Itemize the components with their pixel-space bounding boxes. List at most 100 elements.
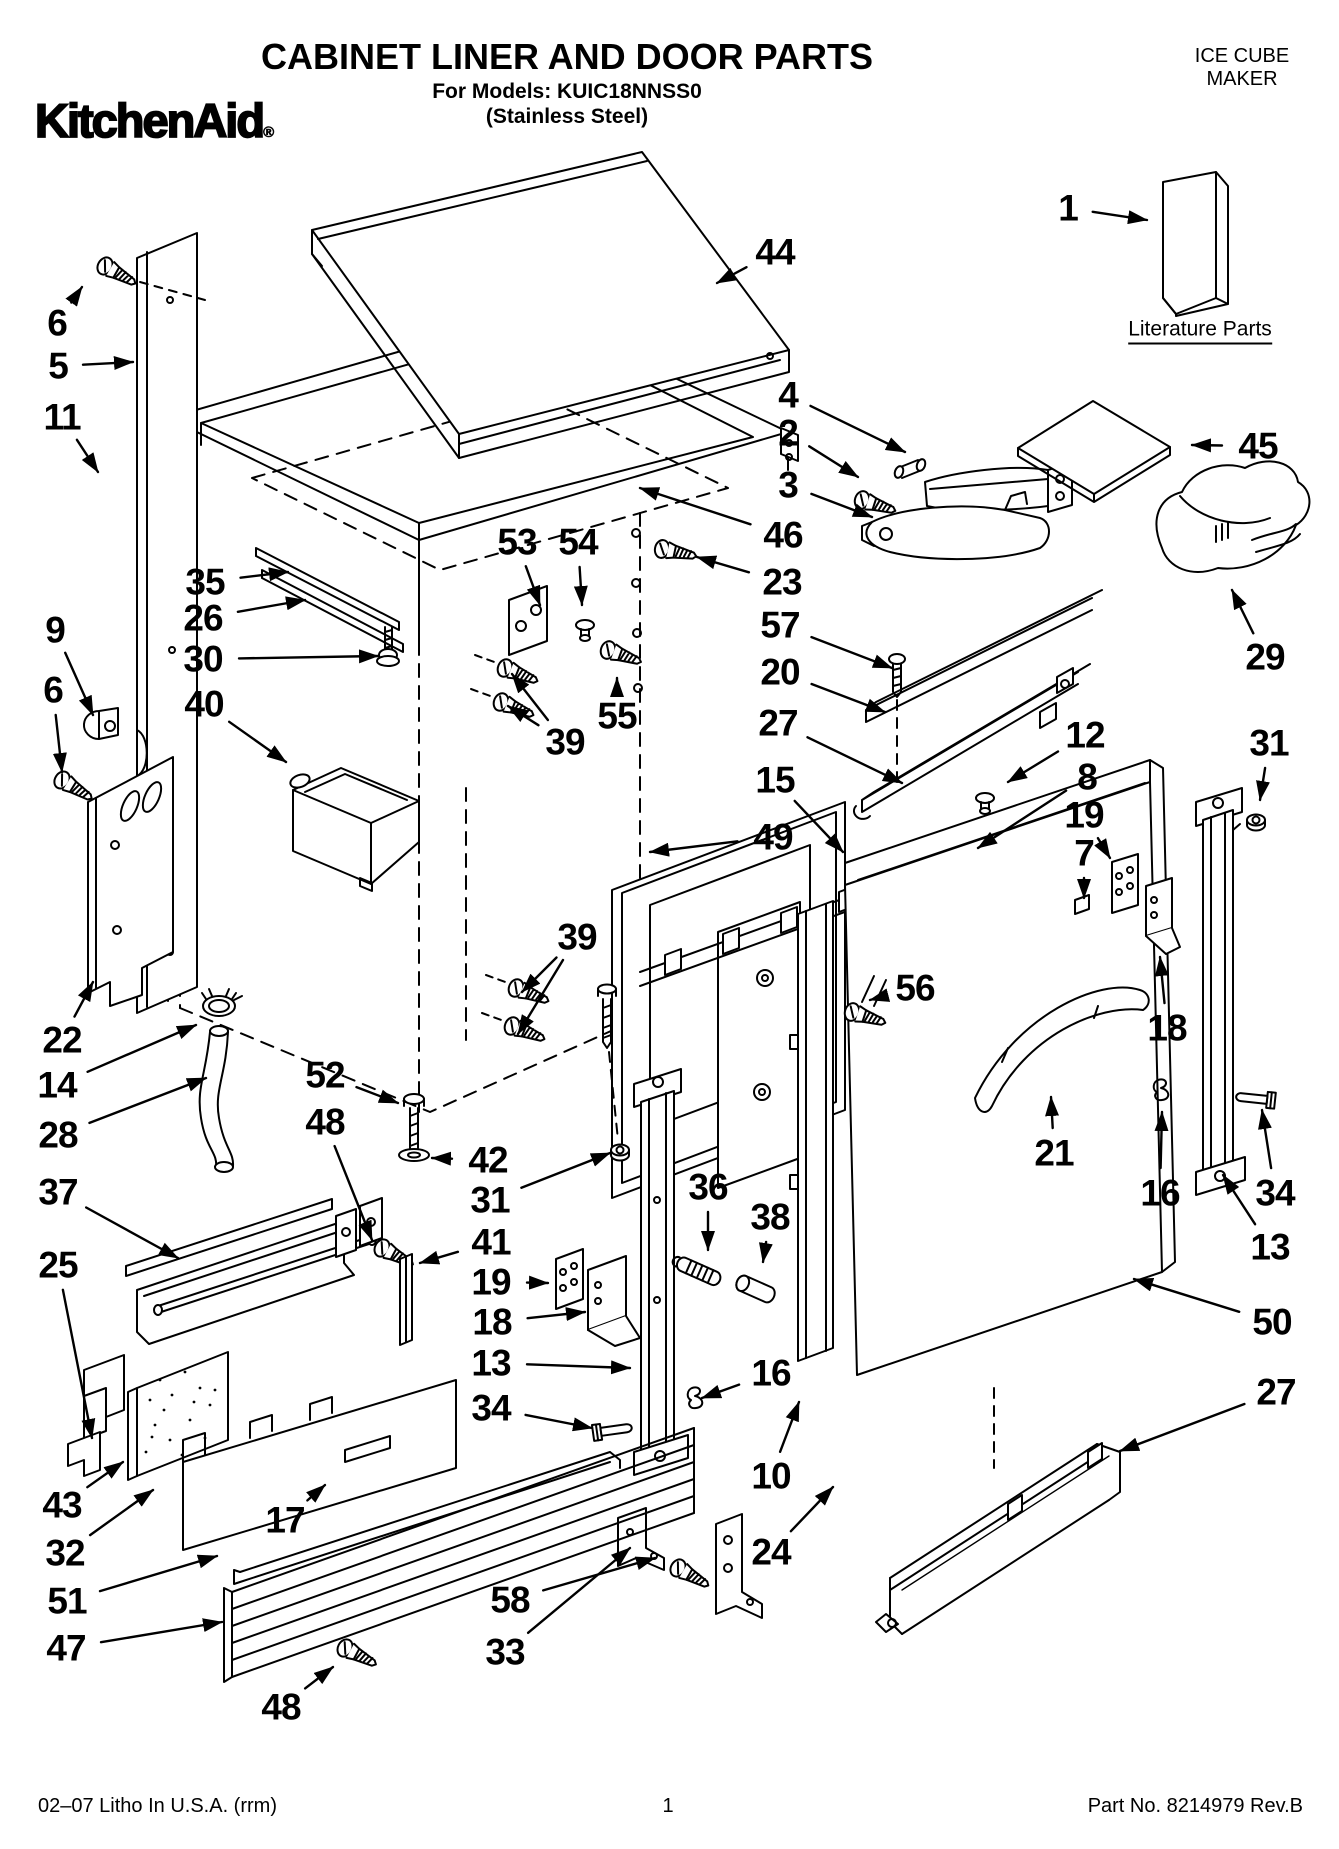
callout-25: 25 [38, 1244, 78, 1286]
leader-arrow [1154, 1110, 1169, 1170]
hinge-assembly [851, 458, 1073, 561]
leader-arrow [303, 1665, 335, 1690]
callout-26: 26 [183, 597, 223, 639]
nut-31-right [1246, 813, 1266, 832]
leader-arrow [227, 720, 288, 764]
callout-29: 29 [1245, 636, 1285, 678]
screw-39 [494, 656, 542, 691]
callout-5: 5 [48, 345, 69, 387]
screw-55 [597, 638, 645, 672]
leader-arrow [868, 988, 891, 1002]
callout-6: 6 [43, 669, 64, 711]
callout-48: 48 [261, 1686, 301, 1728]
callout-3: 3 [778, 464, 799, 506]
callout-41: 41 [471, 1221, 511, 1263]
leader-arrow [516, 958, 565, 1036]
callout-37: 37 [38, 1171, 78, 1213]
clip-16-center [686, 1386, 704, 1410]
models-line: For Models: KUIC18NNSS0 [432, 80, 702, 103]
callout-7: 7 [1074, 832, 1095, 874]
callout-6: 6 [47, 302, 68, 344]
callout-43: 43 [42, 1484, 82, 1526]
bracket-24 [715, 1513, 763, 1619]
screw-39 [505, 976, 553, 1011]
leader-arrow [520, 956, 558, 994]
leader-arrow [526, 1546, 632, 1635]
leader-arrow [98, 1554, 219, 1593]
product-type-line2: MAKER [1206, 68, 1278, 90]
leader-arrow [88, 1488, 155, 1537]
leader-arrow [61, 1288, 96, 1440]
leader-arrow [1132, 1277, 1241, 1314]
page-title: CABINET LINER AND DOOR PARTS [261, 36, 873, 77]
callout-47: 47 [46, 1627, 86, 1669]
leader-arrow [1094, 836, 1112, 860]
callout-8: 8 [1077, 756, 1098, 798]
leader-arrow [778, 1400, 801, 1454]
callout-20: 20 [760, 651, 800, 693]
callout-19: 19 [471, 1261, 511, 1303]
callout-12: 12 [1065, 714, 1105, 756]
callout-51: 51 [47, 1580, 87, 1622]
plate-19-left [555, 1248, 584, 1310]
callout-31: 31 [470, 1179, 510, 1221]
footer-page-number: 1 [662, 1795, 674, 1817]
callout-35: 35 [185, 561, 225, 603]
callout-34: 34 [471, 1387, 511, 1429]
lower-left-panel [87, 756, 174, 1007]
leader-arrow [418, 1250, 460, 1265]
leader-arrow [75, 438, 100, 474]
leader-arrow [86, 1023, 198, 1074]
leader-arrow [810, 492, 874, 519]
callout-15: 15 [755, 759, 795, 801]
leader-arrow [808, 445, 860, 479]
callout-55: 55 [597, 695, 637, 737]
callout-28: 28 [38, 1114, 78, 1156]
product-type-line1: ICE CUBE [1194, 45, 1290, 67]
leader-arrow [237, 649, 380, 664]
callout-27: 27 [758, 702, 798, 744]
bracket-18-left [587, 1255, 641, 1347]
side-channel-13-right [1195, 787, 1246, 1196]
leader-arrow [648, 840, 739, 857]
callout-54: 54 [558, 521, 598, 563]
strip-41 [399, 1253, 413, 1346]
pin-38 [735, 1274, 776, 1304]
callout-36: 36 [688, 1166, 728, 1208]
callout-14: 14 [37, 1064, 77, 1106]
leader-arrow [810, 635, 894, 670]
callout-48: 48 [305, 1101, 345, 1143]
callout-31: 31 [1249, 722, 1289, 764]
leader-arrow [789, 1485, 835, 1533]
bolt-52-42 [398, 1093, 430, 1162]
leader-arrow [84, 1206, 180, 1260]
screw-6-top [93, 253, 141, 293]
callout-18: 18 [1147, 1007, 1187, 1049]
leader-arrow [355, 1085, 400, 1105]
callout-45: 45 [1238, 425, 1278, 467]
callout-49: 49 [753, 816, 793, 858]
callout-9: 9 [45, 609, 66, 651]
door-liner [789, 900, 834, 1362]
callout-39: 39 [545, 721, 585, 763]
nut-31-left [610, 1143, 630, 1162]
literature-book [1162, 171, 1229, 317]
callout-24: 24 [751, 1531, 791, 1573]
leader-arrow [52, 713, 67, 774]
side-channel-13-left [633, 1068, 689, 1476]
callout-23: 23 [762, 561, 802, 603]
drip-tray [289, 767, 420, 892]
product-type: ICE CUBE MAKER [1195, 45, 1289, 91]
callout-30: 30 [183, 638, 223, 680]
grommet-54 [575, 619, 595, 642]
leader-arrow [793, 799, 845, 854]
bottom-rail-27 [875, 1387, 1121, 1635]
callout-40: 40 [184, 683, 224, 725]
bolt-34-left [590, 1418, 634, 1442]
leader-arrow [525, 1360, 632, 1375]
callout-42: 42 [468, 1139, 508, 1181]
leader-arrow [976, 789, 1068, 850]
leader-arrow [236, 596, 307, 613]
